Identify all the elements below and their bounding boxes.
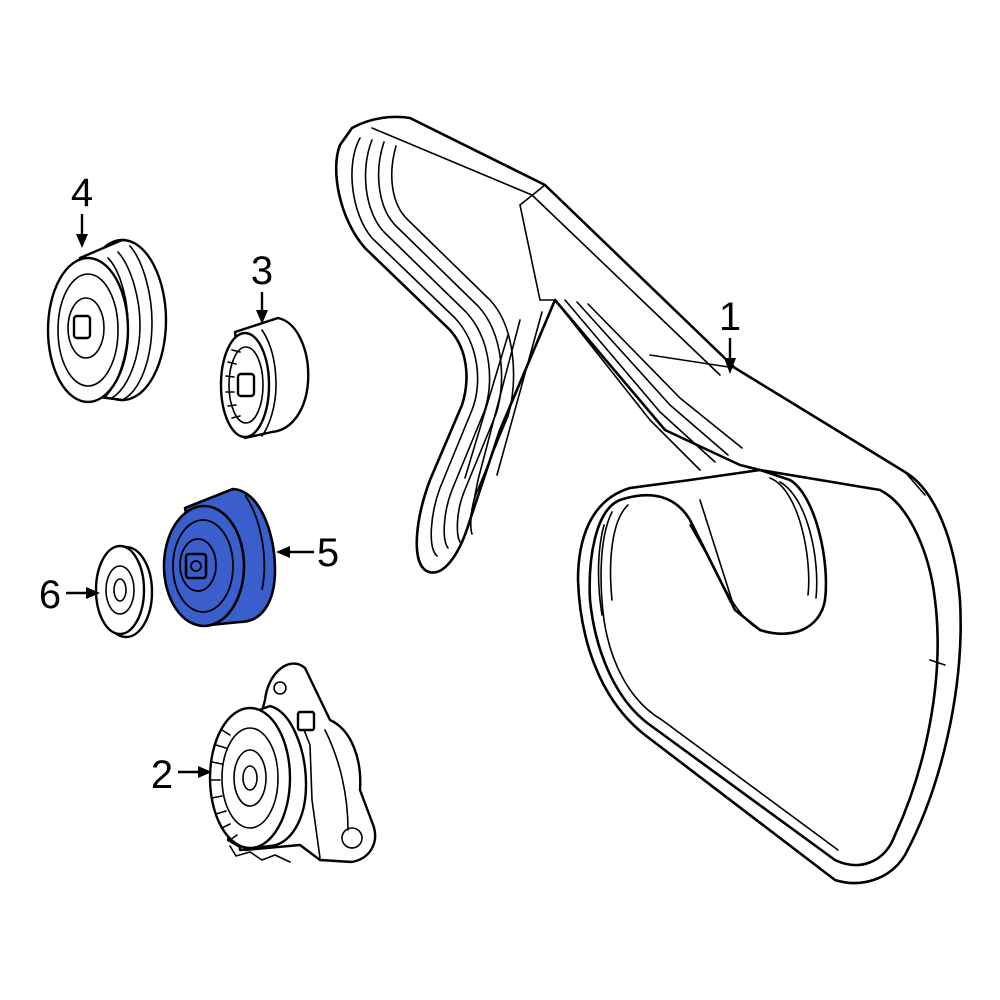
callout-arrow-2 xyxy=(178,766,212,778)
callout-arrow-3 xyxy=(256,292,268,324)
part-3-idler-pulley[interactable] xyxy=(219,316,310,440)
callout-label-5: 5 xyxy=(317,531,339,575)
part-1-serpentine-belt[interactable] xyxy=(334,115,962,885)
part-5-idler-pulley-highlighted[interactable] xyxy=(162,487,277,628)
callout-arrow-5 xyxy=(276,546,314,558)
callout-arrow-4 xyxy=(76,214,88,248)
callout-arrow-6 xyxy=(66,587,100,599)
callout-label-2: 2 xyxy=(151,753,173,797)
callout-arrow-1 xyxy=(724,338,736,374)
callout-label-1: 1 xyxy=(719,295,741,339)
part-2-belt-tensioner[interactable] xyxy=(208,662,377,864)
callout-label-4: 4 xyxy=(71,171,93,215)
part-6-dust-cover[interactable] xyxy=(94,544,154,639)
callout-label-3: 3 xyxy=(251,249,273,293)
callout-label-6: 6 xyxy=(39,573,61,617)
part-4-idler-pulley[interactable] xyxy=(46,238,168,404)
